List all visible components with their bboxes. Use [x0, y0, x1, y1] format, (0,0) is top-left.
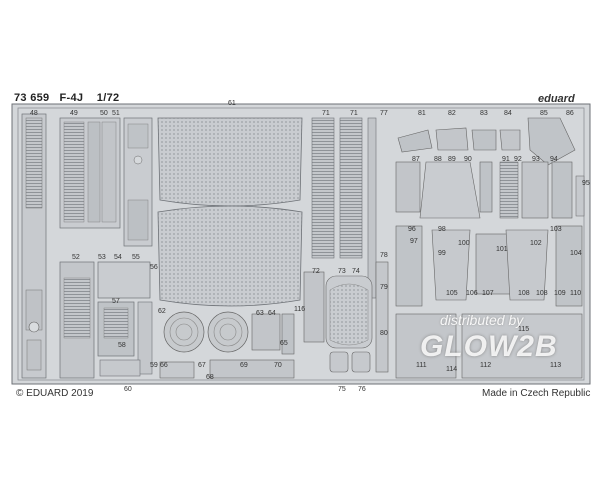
- part-number-label: 79: [380, 284, 388, 291]
- part-number-label: 50: [100, 110, 108, 117]
- part-number-label: 51: [112, 110, 120, 117]
- part-number-label: 81: [418, 110, 426, 117]
- part-number-label: 92: [514, 156, 522, 163]
- part-number-label: 112: [480, 362, 492, 369]
- part-number-label: 68: [206, 374, 214, 381]
- part-number-label: 107: [482, 290, 494, 297]
- part-number-label: 85: [540, 110, 548, 117]
- part-number-label: 76: [358, 386, 366, 393]
- copyright-text: © EDUARD 2019: [16, 388, 94, 399]
- part-number-label: 70: [274, 362, 282, 369]
- part-number-label: 108: [518, 290, 530, 297]
- part-number-label: 61: [228, 100, 236, 107]
- part-number-label: 89: [448, 156, 456, 163]
- kit-scale: 1/72: [96, 92, 120, 104]
- part-number-label: 72: [312, 268, 320, 275]
- part-number-label: 54: [114, 254, 122, 261]
- part-number-label: 63: [256, 310, 264, 317]
- part-number-label: 116: [294, 306, 306, 313]
- part-48-strip: [21, 113, 47, 379]
- part-number-label: 83: [480, 110, 488, 117]
- parts-96-116: [395, 225, 583, 379]
- part-number-label: 108: [536, 290, 548, 297]
- part-number-label: 49: [70, 110, 78, 117]
- part-number-label: 104: [570, 250, 582, 257]
- part-number-label: 115: [518, 326, 530, 333]
- watermark-line2: GLOW2B: [420, 330, 558, 363]
- part-number-label: 64: [268, 310, 276, 317]
- part-number-label: 48: [30, 110, 38, 117]
- parts-81-86: [397, 117, 576, 166]
- part-number-label: 111: [416, 362, 427, 369]
- part-number-label: 57: [112, 298, 120, 305]
- part-number-label: 93: [532, 156, 540, 163]
- part-number-label: 99: [438, 250, 446, 257]
- part-number-label: 100: [458, 240, 470, 247]
- part-number-label: 53: [98, 254, 106, 261]
- part-number-label: 84: [504, 110, 512, 117]
- part-number-label: 80: [380, 330, 388, 337]
- origin-text: Made in Czech Republic: [482, 388, 591, 399]
- parts-52-59: [59, 261, 153, 379]
- part-number-label: 52: [72, 254, 80, 261]
- part-number-label: 90: [464, 156, 472, 163]
- part-number-label: 69: [240, 362, 248, 369]
- part-number-label: 74: [352, 268, 360, 275]
- part-number-label: 106: [466, 290, 478, 297]
- part-number-label: 73: [338, 268, 346, 275]
- part-number-label: 82: [448, 110, 456, 117]
- parts-63-70: [159, 313, 295, 379]
- part-number-label: 62: [158, 308, 166, 315]
- kit-code: 73 659: [14, 92, 50, 104]
- part-number-label: 113: [550, 362, 562, 369]
- part-number-label: 88: [434, 156, 442, 163]
- part-number-label: 77: [380, 110, 388, 117]
- part-number-label: 109: [554, 290, 566, 297]
- part-number-label: 110: [570, 290, 582, 297]
- parts-87-95: [395, 161, 585, 219]
- parts-49-51-panels: [59, 117, 153, 247]
- part-number-label: 94: [550, 156, 558, 163]
- part-number-label: 55: [132, 254, 140, 261]
- part-number-label: 96: [408, 226, 416, 233]
- part-number-label: 58: [118, 342, 126, 349]
- part-number-label: 67: [198, 362, 206, 369]
- part-number-label: 97: [410, 238, 418, 245]
- part-71-strips: [311, 117, 377, 299]
- part-number-label: 98: [438, 226, 446, 233]
- part-number-label: 91: [502, 156, 510, 163]
- part-number-label: 59: [150, 362, 158, 369]
- part-number-label: 75: [338, 386, 346, 393]
- part-number-label: 71: [322, 110, 330, 117]
- part-number-label: 103: [550, 226, 562, 233]
- part-number-label: 87: [412, 156, 420, 163]
- part-number-label: 86: [566, 110, 574, 117]
- kit-name: F-4J: [59, 92, 84, 104]
- part-number-label: 102: [530, 240, 542, 247]
- parts-72-80: [303, 261, 389, 373]
- kit-title: 73 659 F-4J 1/72: [14, 92, 119, 104]
- part-number-label: 78: [380, 252, 388, 259]
- part-number-label: 60: [124, 386, 132, 393]
- part-61-mesh-screens: [157, 117, 303, 307]
- part-number-label: 95: [582, 180, 590, 187]
- part-number-label: 114: [446, 366, 458, 373]
- part-number-label: 101: [496, 246, 508, 253]
- part-number-label: 71: [350, 110, 358, 117]
- part-number-label: 66: [160, 362, 168, 369]
- part-number-label: 105: [446, 290, 458, 297]
- part-62-round-covers: [163, 311, 249, 353]
- part-number-label: 56: [150, 264, 158, 271]
- part-number-label: 65: [280, 340, 288, 347]
- watermark-line1: distributed by: [440, 312, 524, 328]
- brand-logo-text: eduard: [538, 93, 575, 105]
